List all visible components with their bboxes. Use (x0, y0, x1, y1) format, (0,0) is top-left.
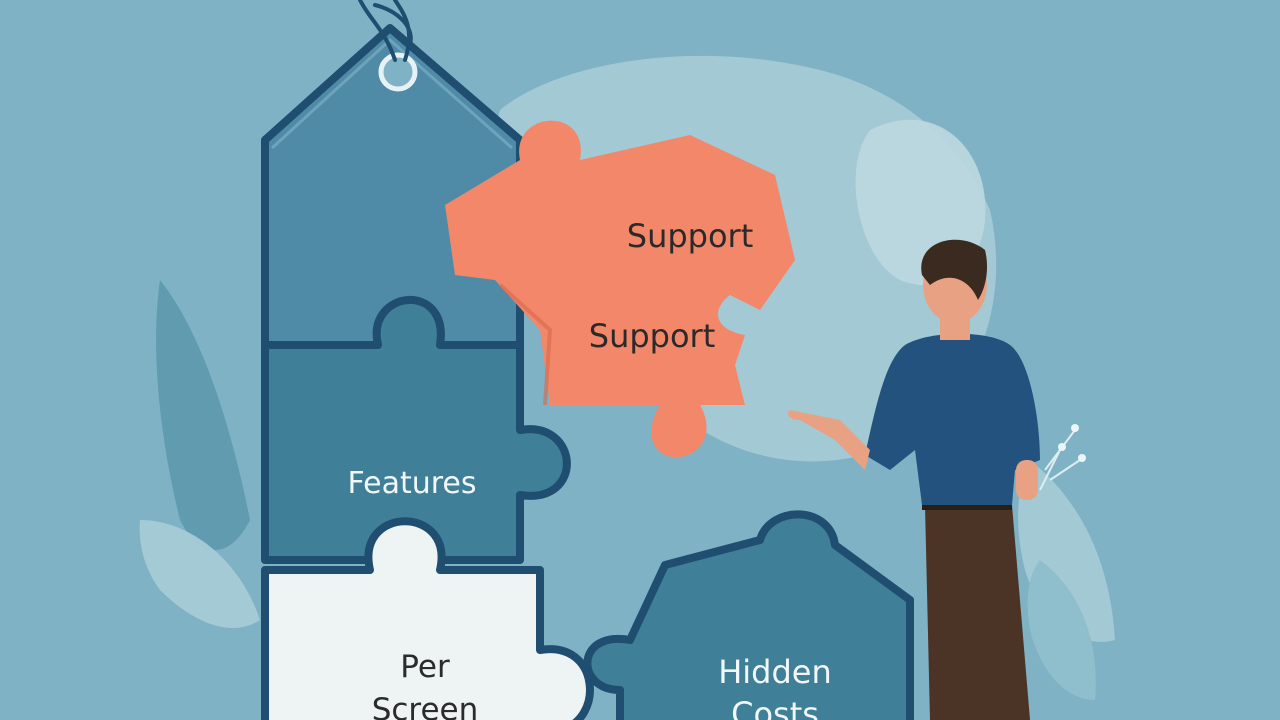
man-hair (921, 239, 988, 300)
per-screen-label-line2: Screen (372, 692, 479, 720)
features-piece: Features (261, 295, 571, 564)
support-piece: Support Support (445, 120, 795, 458)
leaf-right-lower (1027, 560, 1096, 700)
price-tag-highlight (270, 37, 513, 150)
price-tag-hole (378, 52, 418, 92)
man-right-hand (1016, 460, 1038, 500)
per-screen-piece: Per Screen (261, 517, 594, 720)
support-piece-edge (498, 283, 553, 406)
sprig-dots (1058, 424, 1086, 462)
leaf-left-light (139, 520, 260, 629)
man-shirt (865, 333, 1040, 505)
per-screen-label-line1: Per (400, 649, 450, 685)
hidden-costs-label-line2: Costs (731, 695, 819, 720)
man-trousers (925, 505, 1030, 720)
support-label-top: Support (627, 217, 754, 255)
man-figure (788, 239, 1040, 720)
price-tag-string (358, 0, 413, 62)
features-piece-shape (261, 295, 571, 564)
per-screen-piece-shape (261, 517, 594, 720)
hidden-costs-piece: Hidden Costs (583, 510, 914, 720)
leaf-left-dark (156, 280, 250, 550)
support-piece-shape (445, 120, 795, 458)
man-hand (788, 410, 870, 470)
support-label-bottom: Support (589, 317, 716, 355)
hidden-costs-piece-shape (583, 510, 914, 720)
features-label: Features (348, 466, 477, 501)
hidden-costs-label-line1: Hidden (718, 653, 832, 691)
